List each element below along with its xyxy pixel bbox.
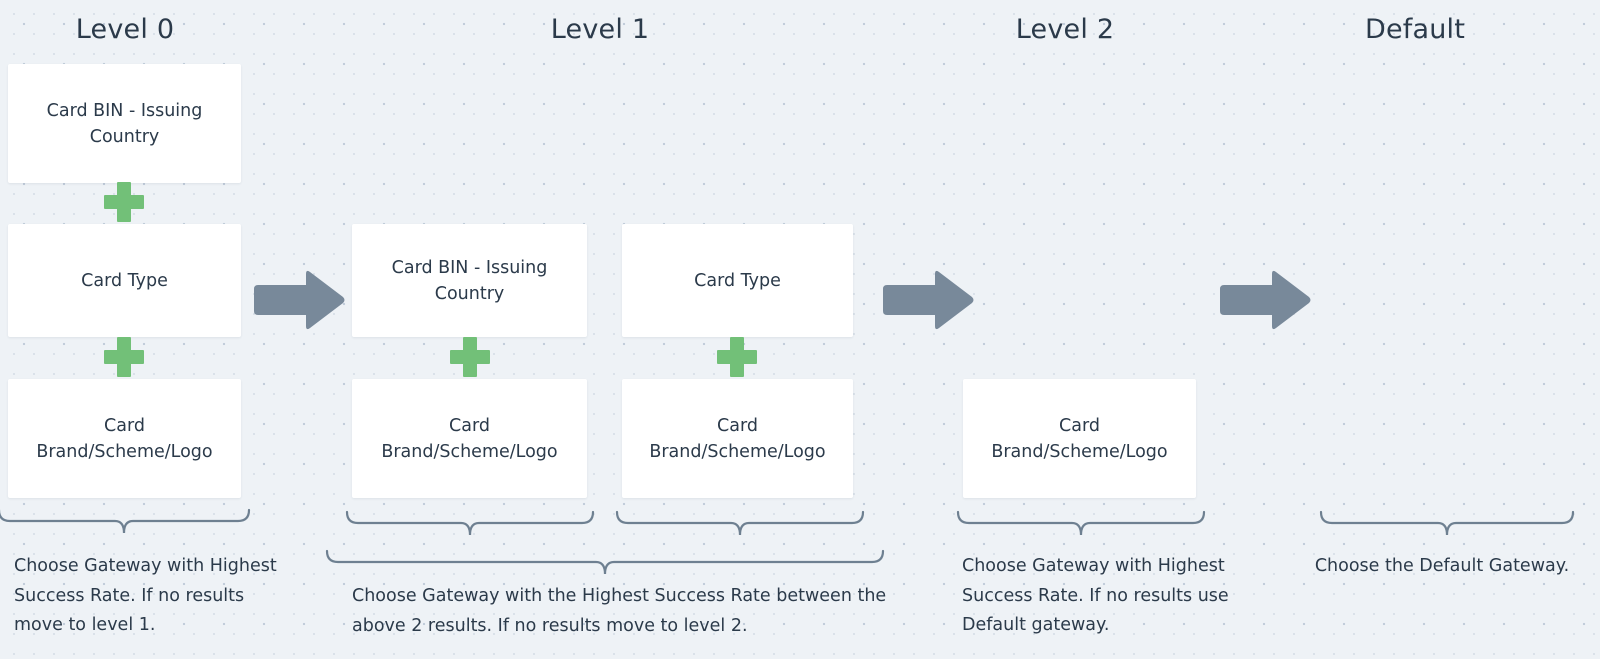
card-l1a-bin-issuing-country[interactable]: Card BIN - Issuing Country bbox=[352, 224, 587, 337]
plus-icon bbox=[450, 337, 490, 377]
plus-icon bbox=[104, 337, 144, 377]
arrow-right-icon bbox=[249, 268, 347, 332]
card-label: Card Brand/Scheme/Logo bbox=[991, 415, 1168, 462]
card-label: Card Brand/Scheme/Logo bbox=[649, 415, 826, 462]
arrow-right-icon bbox=[1215, 268, 1313, 332]
card-l2-card-brand[interactable]: Card Brand/Scheme/Logo bbox=[963, 379, 1196, 498]
card-label: Card BIN - Issuing Country bbox=[46, 100, 203, 147]
brace-level1-group-a bbox=[344, 505, 596, 541]
caption-level1: Choose Gateway with the Highest Success … bbox=[352, 586, 887, 636]
card-l1b-card-type[interactable]: Card Type bbox=[622, 224, 853, 337]
brace-level0 bbox=[0, 503, 252, 539]
card-label: Card Type bbox=[81, 270, 168, 291]
caption-level2: Choose Gateway with Highest Success Rate… bbox=[962, 556, 1229, 635]
column-heading-default: Default bbox=[1364, 14, 1466, 45]
brace-default bbox=[1318, 505, 1576, 541]
caption-level0: Choose Gateway with Highest Success Rate… bbox=[14, 556, 277, 635]
caption-default: Choose the Default Gateway. bbox=[1314, 556, 1570, 576]
column-heading-level2: Level 2 bbox=[1015, 14, 1115, 45]
plus-icon bbox=[717, 337, 757, 377]
card-l1b-card-brand[interactable]: Card Brand/Scheme/Logo bbox=[622, 379, 853, 498]
card-label: Card Brand/Scheme/Logo bbox=[381, 415, 558, 462]
card-l0-card-type[interactable]: Card Type bbox=[8, 224, 241, 337]
column-heading-level1: Level 1 bbox=[550, 14, 650, 45]
brace-level1-combined bbox=[324, 544, 886, 580]
brace-level1-group-b bbox=[614, 505, 866, 541]
card-l0-card-brand[interactable]: Card Brand/Scheme/Logo bbox=[8, 379, 241, 498]
brace-level2 bbox=[955, 505, 1207, 541]
card-label: Card Type bbox=[694, 270, 781, 291]
card-l1a-card-brand[interactable]: Card Brand/Scheme/Logo bbox=[352, 379, 587, 498]
column-heading-level0: Level 0 bbox=[75, 14, 175, 45]
card-label: Card Brand/Scheme/Logo bbox=[36, 415, 213, 462]
card-l0-bin-issuing-country[interactable]: Card BIN - Issuing Country bbox=[8, 64, 241, 183]
card-label: Card BIN - Issuing Country bbox=[391, 257, 548, 304]
plus-icon bbox=[104, 182, 144, 222]
arrow-right-icon bbox=[878, 268, 976, 332]
